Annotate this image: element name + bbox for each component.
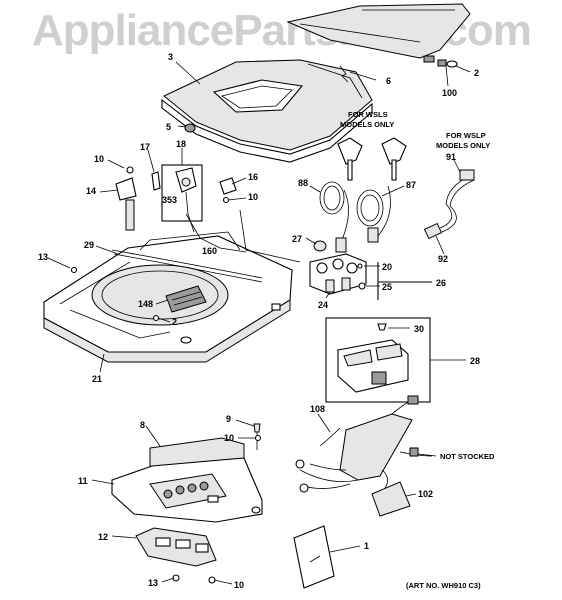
label-part-29: 29 xyxy=(84,240,94,250)
harness-160 xyxy=(185,213,247,253)
label-part-11: 11 xyxy=(78,476,88,486)
label-part-10-a: 10 xyxy=(94,154,104,164)
note-art-number: (ART NO. WH910 C3) xyxy=(406,581,481,590)
note-not-stocked: NOT STOCKED xyxy=(440,452,495,461)
control-board xyxy=(135,527,217,567)
label-part-13-a: 13 xyxy=(38,252,48,262)
manual-mark xyxy=(309,555,321,563)
label-part-6: 6 xyxy=(386,76,391,86)
label-part-20: 20 xyxy=(382,262,392,272)
leader-lines xyxy=(47,61,471,585)
label-part-102: 102 xyxy=(418,489,433,499)
lid-spring xyxy=(339,65,349,83)
frame-rail xyxy=(139,231,241,251)
note-wsls-1: FOR WSLS xyxy=(348,110,388,119)
label-part-30: 30 xyxy=(414,324,424,334)
label-part-10-c: 10 xyxy=(224,433,234,443)
label-part-10-d: 10 xyxy=(234,580,244,590)
label-part-10-b: 10 xyxy=(248,192,258,202)
washer-lid xyxy=(161,59,373,163)
lid-bumper xyxy=(184,123,196,133)
lid-switch-assembly xyxy=(115,166,137,231)
screw-30 xyxy=(377,323,387,331)
owner-manual-1 xyxy=(293,525,335,589)
label-part-25: 25 xyxy=(382,282,392,292)
hose-29 xyxy=(111,249,263,279)
label-part-2-bottom: 2 xyxy=(172,317,177,327)
hose-29-edge xyxy=(113,253,263,283)
label-part-24: 24 xyxy=(318,300,328,310)
inlet-hose-87 xyxy=(356,137,407,243)
label-part-1: 1 xyxy=(364,541,369,551)
label-part-8: 8 xyxy=(140,420,145,430)
label-part-148: 148 xyxy=(138,299,153,309)
note-wsls-2: MODELS ONLY xyxy=(340,120,394,129)
label-part-91: 91 xyxy=(446,152,456,162)
bracket-17 xyxy=(151,171,161,191)
inlet-hose-88 xyxy=(319,137,363,253)
note-wslp-2: MODELS ONLY xyxy=(436,141,490,150)
label-part-28: 28 xyxy=(470,356,480,366)
control-panel-housing xyxy=(111,457,263,523)
label-part-9: 9 xyxy=(226,414,231,424)
harness-wire xyxy=(239,209,301,263)
wire-harness xyxy=(295,395,433,493)
label-part-16: 16 xyxy=(248,172,258,182)
connector-16 xyxy=(219,177,237,195)
note-wslp-1: FOR WSLP xyxy=(446,131,486,140)
backsplash-top xyxy=(286,3,471,68)
lid-lock-switch xyxy=(175,167,197,215)
lint-filter xyxy=(165,285,207,313)
label-part-100: 100 xyxy=(442,88,457,98)
label-part-12: 12 xyxy=(98,532,108,542)
label-part-92: 92 xyxy=(438,254,448,264)
bracket-26 xyxy=(377,262,432,300)
label-part-18: 18 xyxy=(176,139,186,149)
label-part-160: 160 xyxy=(202,246,217,256)
label-part-13-b: 13 xyxy=(148,578,158,588)
screw-10b xyxy=(222,196,230,204)
top-cover xyxy=(43,235,293,363)
label-part-353: 353 xyxy=(162,195,177,205)
label-part-17: 17 xyxy=(140,142,150,152)
fill-hose-91 xyxy=(423,169,475,240)
label-part-108: 108 xyxy=(310,404,325,414)
label-part-21: 21 xyxy=(92,374,102,384)
label-part-87: 87 xyxy=(406,180,416,190)
label-part-5: 5 xyxy=(166,122,171,132)
screw-9 xyxy=(253,423,261,433)
label-part-26: 26 xyxy=(436,278,446,288)
label-part-3: 3 xyxy=(168,52,173,62)
water-valve xyxy=(309,253,367,295)
screw-13a xyxy=(70,266,78,274)
screw-2b xyxy=(152,314,160,322)
label-part-88: 88 xyxy=(298,178,308,188)
screw-10c xyxy=(254,434,262,442)
label-part-27: 27 xyxy=(292,234,302,244)
tech-sheet-102 xyxy=(371,481,411,517)
label-part-2-top: 2 xyxy=(474,68,479,78)
dispenser-drawer xyxy=(337,339,409,393)
label-part-14: 14 xyxy=(86,186,96,196)
washer-27 xyxy=(313,240,327,252)
